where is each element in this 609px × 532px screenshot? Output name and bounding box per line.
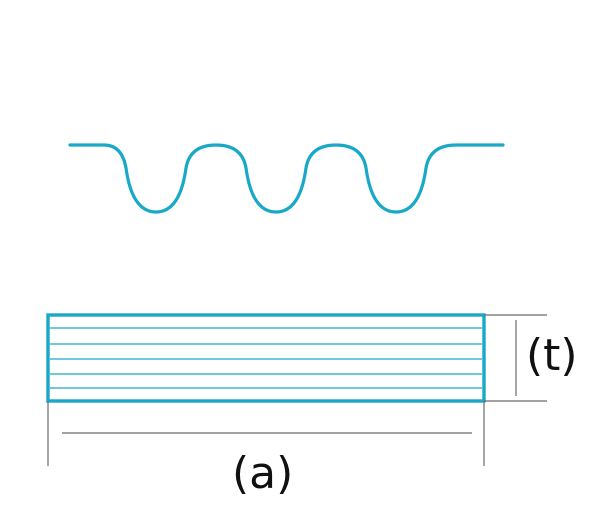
corrugated-wave — [68, 143, 505, 214]
amplitude-label: (a) — [232, 448, 294, 499]
thickness-label: (t) — [526, 330, 578, 381]
section-rectangle — [46, 313, 486, 403]
